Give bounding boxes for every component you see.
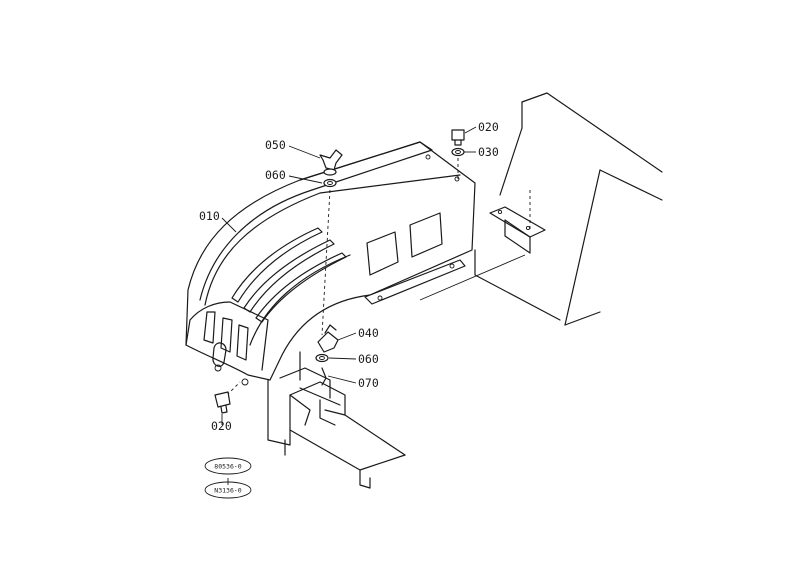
callout-040: 040	[358, 326, 379, 340]
reference-code-1-text: 80536-0	[214, 463, 241, 471]
reference-code-2: N3136-0	[204, 481, 252, 499]
reference-code-2-text: N3136-0	[214, 487, 241, 495]
machine-body	[419, 92, 663, 326]
washer-060-top	[323, 178, 337, 188]
side-bracket	[489, 190, 546, 254]
callout-060-bottom: 060	[358, 352, 379, 366]
reference-code-1: 80536-0	[204, 457, 252, 475]
wing-nut-040	[317, 324, 339, 353]
callout-030: 030	[478, 145, 499, 159]
washer-030	[451, 147, 465, 157]
lower-bracket	[267, 351, 406, 489]
callout-010: 010	[199, 209, 220, 223]
callout-020-top: 020	[478, 120, 499, 134]
pin-070	[321, 367, 327, 386]
assembly-guides	[226, 158, 459, 396]
wing-bolt-050	[319, 149, 343, 176]
callout-070: 070	[358, 376, 379, 390]
bolt-020-bottom	[214, 391, 231, 414]
callout-050: 050	[265, 138, 286, 152]
callout-020-bottom: 020	[211, 419, 232, 433]
washer-060-bottom	[315, 353, 329, 363]
bolt-020-top	[451, 129, 465, 146]
fender-cover	[185, 141, 476, 386]
leader-lines	[221, 126, 477, 485]
callout-060-top: 060	[265, 168, 286, 182]
